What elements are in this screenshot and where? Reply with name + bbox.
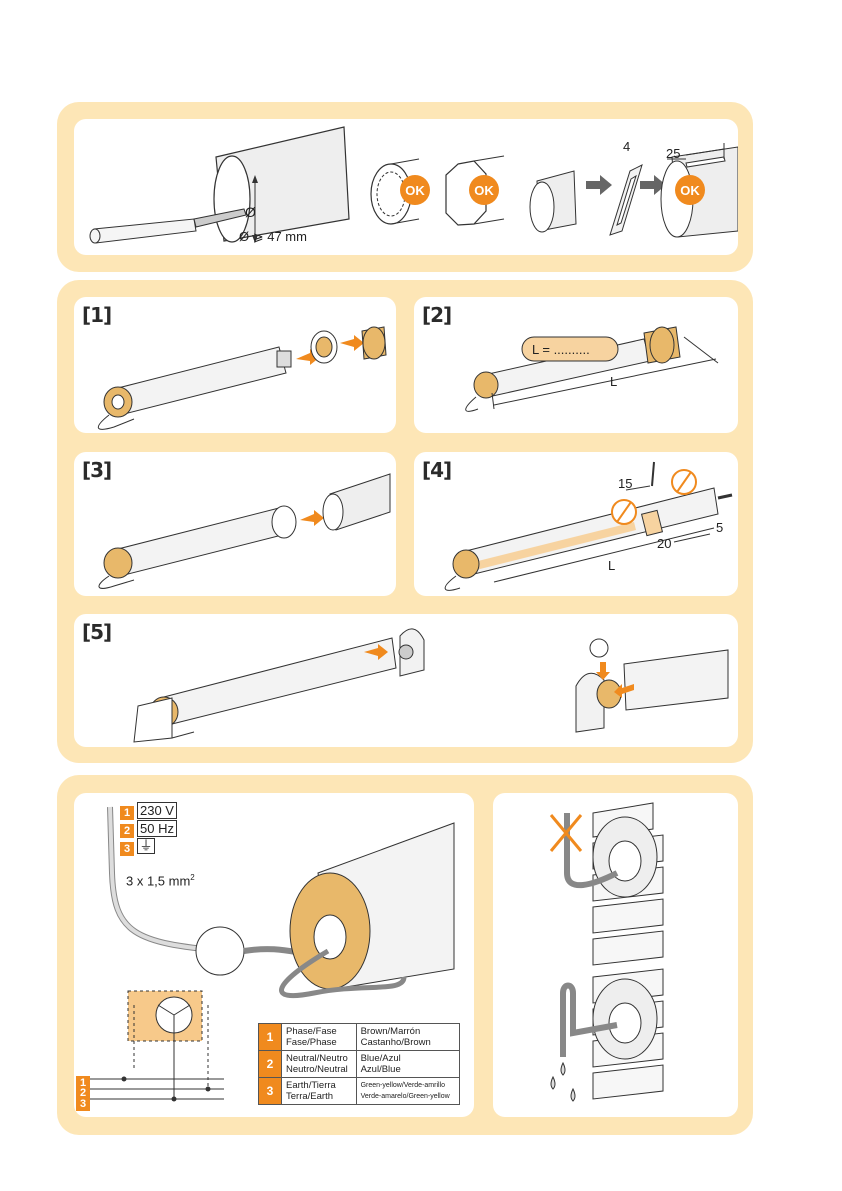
cable-routing-illustration: [493, 793, 738, 1117]
ok-badge-grooved: OK: [400, 175, 430, 205]
step-2-length-field: L = ..........: [532, 342, 590, 357]
step-2-illustration: [414, 297, 738, 433]
frequency-label: 50 Hz: [137, 820, 177, 837]
step-2-length-label: L: [610, 374, 617, 389]
ok-badge-slotted: OK: [675, 175, 705, 205]
panel-step-5: [5]: [74, 614, 738, 747]
band-assembly-steps: [1] [2] L = ..........: [57, 280, 753, 763]
band-tube-requirements: Ø Ø ⩾ 47 mm OK OK OK 4 25: [57, 102, 753, 272]
wire-1-marker: 1: [120, 803, 134, 821]
step-3-illustration: [74, 452, 396, 596]
step-4-dim-20: 20: [657, 536, 671, 551]
panel-cable-routing: [493, 793, 738, 1117]
ok-badge-octagonal: OK: [469, 175, 499, 205]
step-4-length-label: L: [608, 558, 615, 573]
band-wiring: 1 2 3 230 V 50 Hz ⏚ 3 x 1,5 mm2 1 2 3 1 …: [57, 775, 753, 1135]
slot-dim-25: 25: [666, 146, 680, 161]
schematic-line-3: 3: [76, 1094, 90, 1112]
step-4-dim-15: 15: [618, 476, 632, 491]
diameter-min-label: Ø ⩾ 47 mm: [239, 229, 307, 245]
voltage-label: 230 V: [137, 802, 177, 819]
panel-step-2: [2] L = .......... L: [414, 297, 738, 433]
wire-2-marker: 2: [120, 821, 134, 839]
panel-tube-types: Ø Ø ⩾ 47 mm OK OK OK 4 25: [74, 119, 738, 255]
slot-dim-4: 4: [623, 139, 630, 154]
step-4-illustration: [414, 452, 738, 596]
panel-step-4: [4] 15 20 5 L: [414, 452, 738, 596]
cable-spec: 3 x 1,5 mm2: [126, 873, 195, 888]
diameter-symbol: Ø: [245, 204, 256, 220]
step-1-illustration: [74, 297, 396, 433]
step-5-illustration: [74, 614, 738, 747]
wire-3-marker: 3: [120, 839, 134, 857]
panel-wiring-diagram: 1 2 3 230 V 50 Hz ⏚ 3 x 1,5 mm2 1 2 3 1 …: [74, 793, 474, 1117]
panel-step-3: [3]: [74, 452, 396, 596]
step-4-dim-5: 5: [716, 520, 723, 535]
panel-step-1: [1]: [74, 297, 396, 433]
earth-symbol-icon: ⏚: [137, 838, 155, 854]
